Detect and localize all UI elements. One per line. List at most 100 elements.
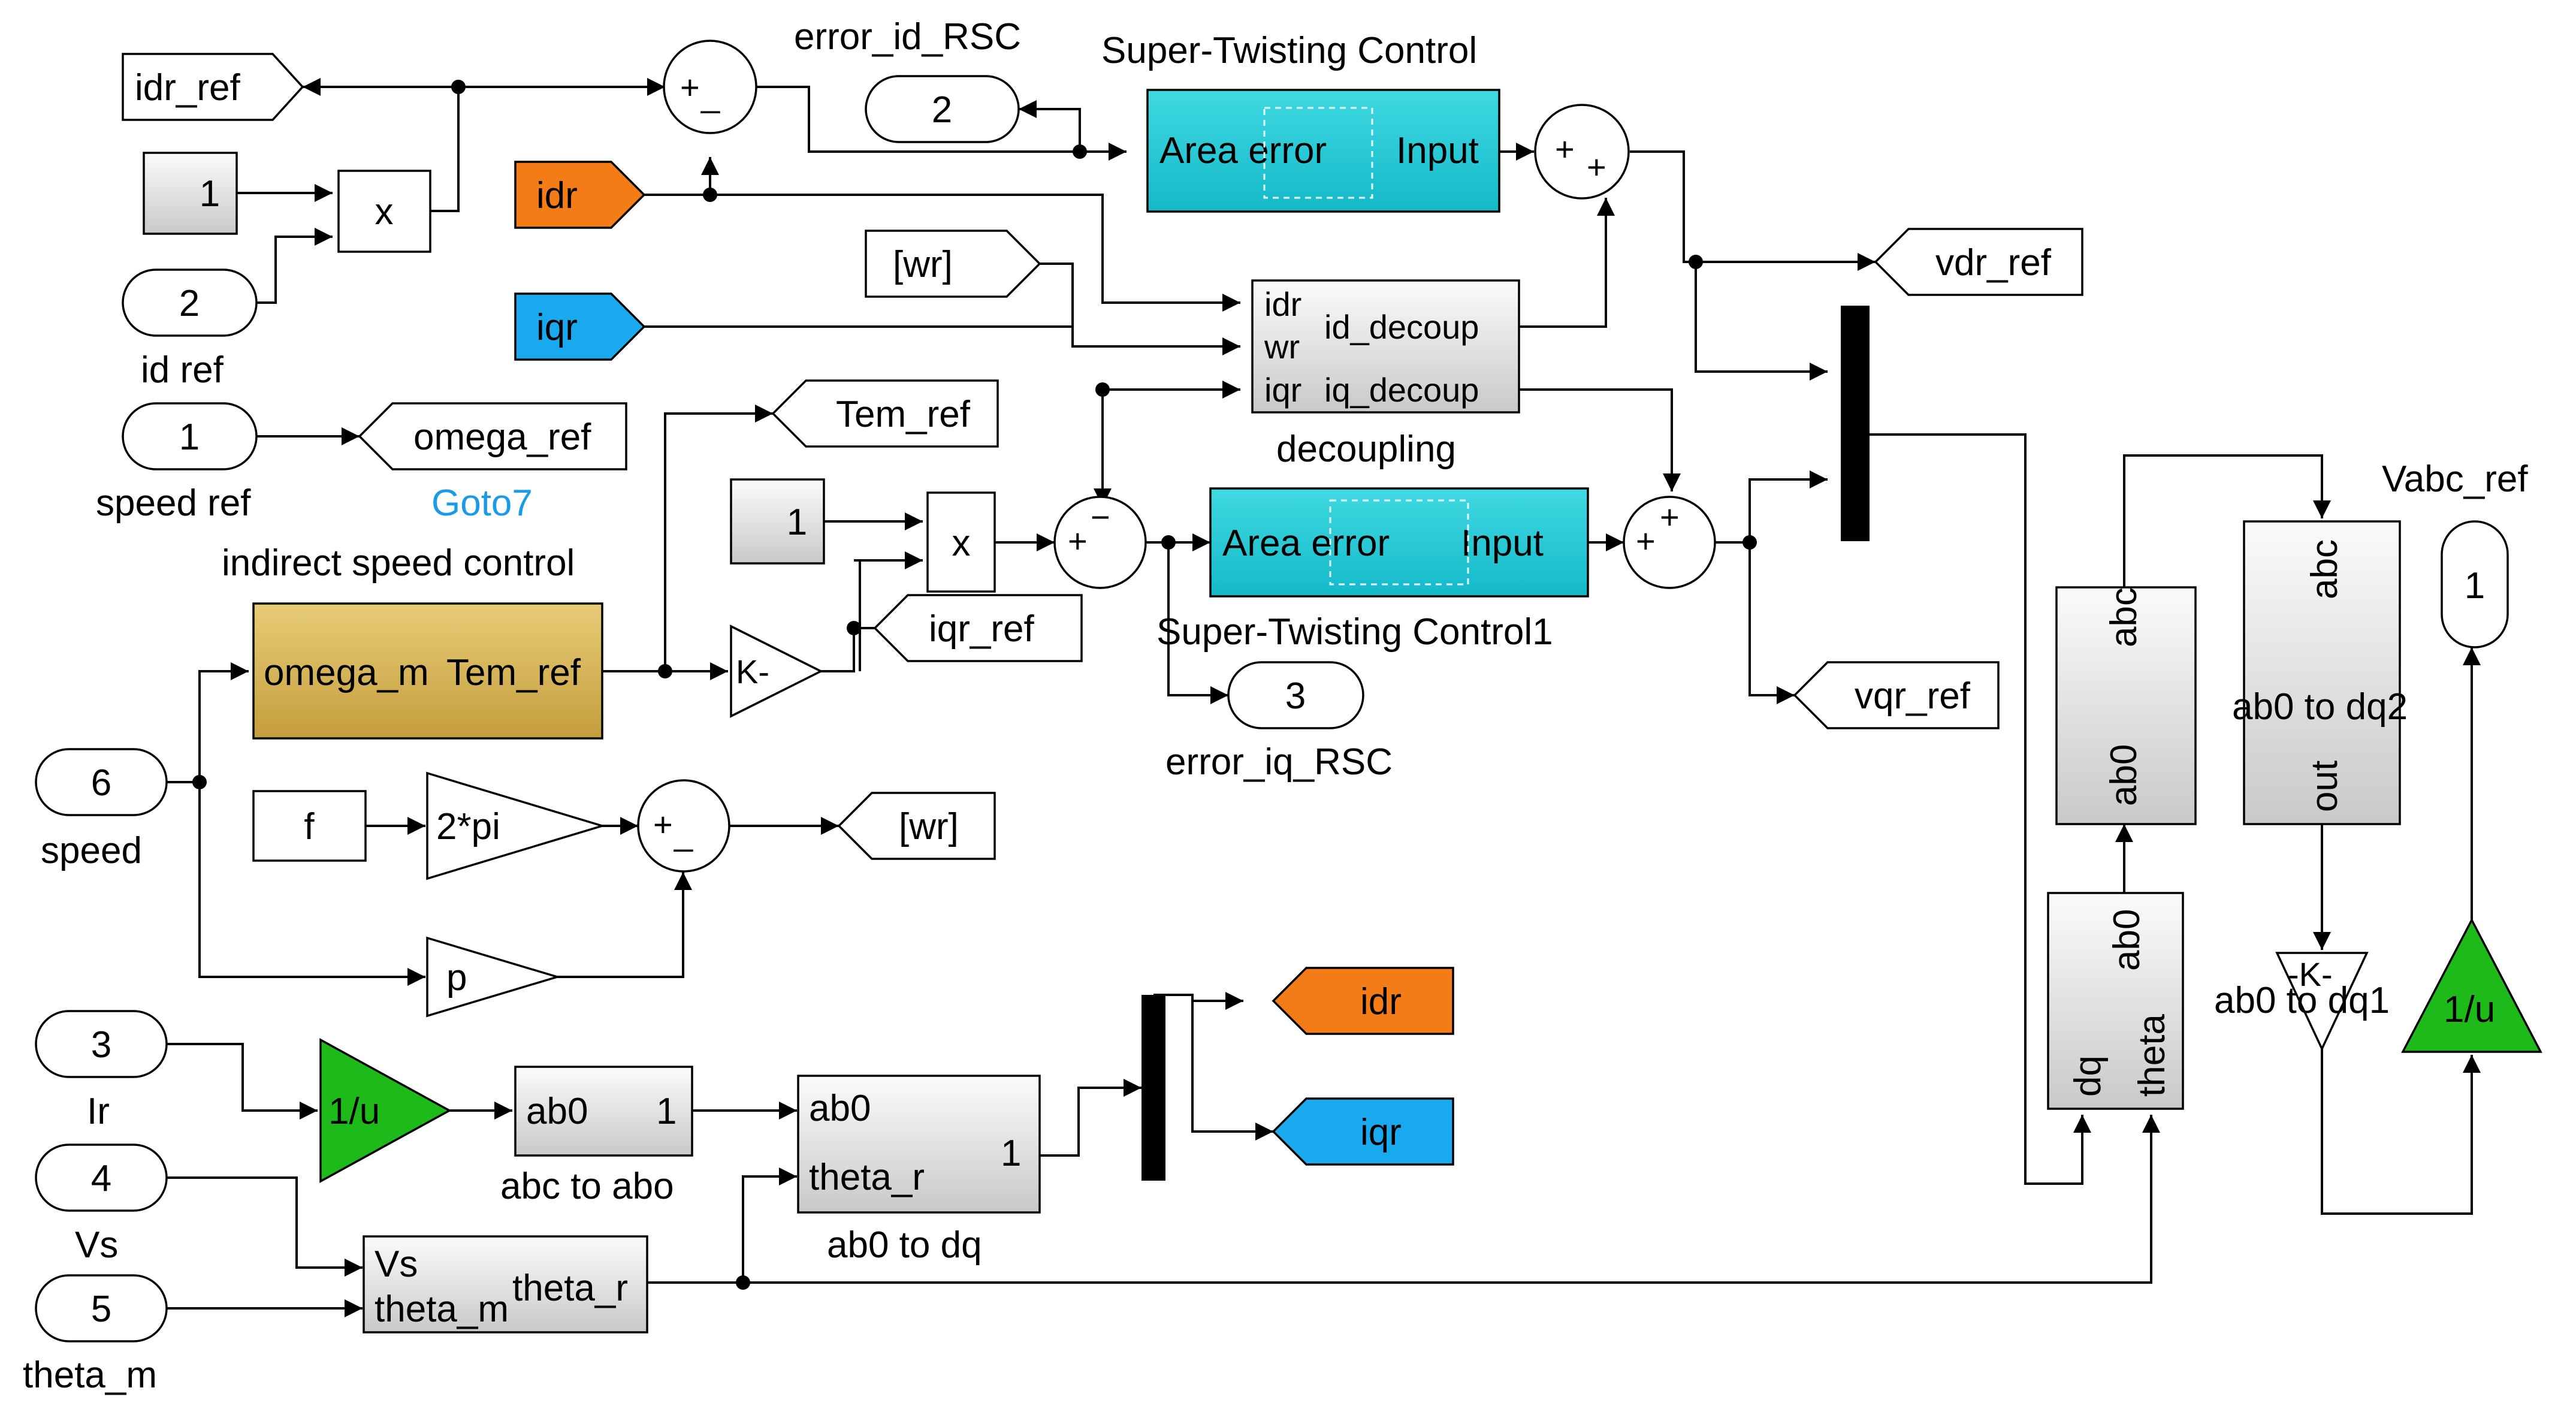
svg-text:out: out — [2304, 761, 2345, 812]
inport-speed-label: speed — [41, 830, 142, 871]
svg-text:iqr: iqr — [1264, 371, 1301, 409]
goto7-label: Goto7 — [431, 482, 533, 524]
gain-k-block[interactable]: K- — [730, 624, 823, 718]
decoupling-block[interactable]: idr wr iqr id_decoup iq_decoup — [1251, 279, 1520, 414]
ab0-to-dq2-block[interactable]: abc out — [2243, 520, 2401, 825]
svg-text:theta_r: theta_r — [512, 1268, 628, 1309]
svg-text:abc: abc — [2304, 539, 2345, 599]
product-block-2[interactable]: x — [926, 491, 996, 593]
goto-idr[interactable]: idr — [1272, 967, 1454, 1035]
gain-2pi-block[interactable]: 2*pi — [426, 771, 606, 880]
inport-speed[interactable]: 6 — [35, 748, 168, 816]
svg-text:+: + — [1068, 522, 1088, 560]
from-iqr[interactable]: iqr — [514, 292, 646, 361]
mux-bar-top[interactable] — [1841, 306, 1870, 541]
ab0-to-dq-block[interactable]: ab0 theta_r 1 — [797, 1075, 1041, 1214]
svg-text:idr: idr — [1360, 981, 1402, 1022]
super-twisting-control-block[interactable]: Area error Input — [1146, 89, 1500, 213]
outport-error-iq-label: error_iq_RSC — [1165, 741, 1393, 783]
goto-idr-ref[interactable]: idr_ref — [122, 53, 304, 121]
from-idr[interactable]: idr — [514, 161, 646, 229]
indirect-speed-control-block[interactable]: omega_m Tem_ref — [252, 602, 603, 740]
svg-text:iqr: iqr — [1360, 1112, 1402, 1153]
svg-text:[wr]: [wr] — [899, 806, 959, 847]
svg-text:3: 3 — [1285, 675, 1306, 717]
goto-omega-ref[interactable]: omega_ref — [358, 402, 627, 470]
goto-vdr-ref[interactable]: vdr_ref — [1874, 228, 2083, 296]
svg-text:Tem_ref: Tem_ref — [836, 394, 971, 435]
inport-ir[interactable]: 3 — [35, 1010, 168, 1078]
outport-vabc-ref-label: Vabc_ref — [2382, 458, 2528, 500]
abc-to-abo-block[interactable]: ab0 1 — [514, 1066, 693, 1157]
inport-theta-m[interactable]: 5 — [35, 1274, 168, 1342]
svg-text:−: − — [1091, 498, 1110, 536]
theta-r-block[interactable]: Vs theta_m theta_r — [363, 1235, 648, 1333]
outport-error-id[interactable]: 2 — [865, 75, 1020, 143]
outport-vabc-ref[interactable]: 1 — [2441, 520, 2509, 648]
sum-block-1[interactable]: + _ — [663, 40, 757, 134]
svg-text:vqr_ref: vqr_ref — [1855, 675, 1971, 717]
demux-bar-bottom[interactable] — [1141, 995, 1165, 1181]
outport-error-iq[interactable]: 3 — [1227, 661, 1364, 729]
svg-text:ab0: ab0 — [526, 1091, 588, 1132]
svg-text:[wr]: [wr] — [893, 244, 953, 285]
sum-block-2[interactable]: + + — [1534, 104, 1630, 200]
constant-1-a[interactable]: 1 — [143, 152, 238, 235]
gain-p-block[interactable]: p — [426, 936, 561, 1018]
product-block-1[interactable]: x — [337, 170, 431, 253]
svg-text:vdr_ref: vdr_ref — [1935, 242, 2052, 283]
svg-text:dq: dq — [2067, 1055, 2109, 1097]
goto-tem-ref[interactable]: Tem_ref — [771, 379, 999, 448]
svg-text:_: _ — [674, 814, 693, 852]
ab0-to-dq2-title: ab0 to dq2 — [2232, 686, 2408, 728]
svg-text:1: 1 — [1001, 1133, 1021, 1174]
svg-text:Input: Input — [1461, 523, 1544, 564]
constant-f[interactable]: f — [252, 790, 367, 862]
svg-text:abc: abc — [2103, 587, 2145, 647]
svg-text:+: + — [1587, 148, 1606, 186]
svg-text:_: _ — [700, 76, 720, 114]
svg-text:theta_r: theta_r — [809, 1157, 925, 1198]
svg-text:x: x — [375, 191, 394, 233]
svg-text:idr: idr — [1264, 285, 1301, 323]
goto-iqr[interactable]: iqr — [1272, 1097, 1454, 1166]
goto-wr[interactable]: [wr] — [837, 792, 996, 860]
goto-iqr-ref[interactable]: iqr_ref — [873, 594, 1083, 662]
svg-text:5: 5 — [91, 1289, 111, 1330]
svg-text:Area error: Area error — [1222, 523, 1390, 564]
ab0-abc-vertical-block[interactable]: abc ab0 — [2055, 586, 2197, 825]
stc1-title: Super-Twisting Control — [1101, 30, 1477, 71]
super-twisting-control1-block[interactable]: Area error Input — [1209, 487, 1589, 598]
svg-text:omega_m: omega_m — [264, 652, 429, 693]
svg-text:iq_decoup: iq_decoup — [1324, 371, 1479, 409]
from-wr-1[interactable]: [wr] — [865, 230, 1041, 298]
svg-text:2: 2 — [179, 283, 200, 324]
svg-text:2: 2 — [932, 89, 952, 131]
inverse-park-block[interactable]: ab0 dq theta — [2047, 892, 2184, 1110]
inport-id-ref[interactable]: 2 — [122, 268, 258, 337]
decoupling-title: decoupling — [1276, 429, 1456, 470]
constant-1-b[interactable]: 1 — [730, 478, 825, 565]
inport-speed-ref[interactable]: 1 — [122, 402, 258, 470]
svg-text:+: + — [653, 805, 673, 843]
svg-text:ab0: ab0 — [2103, 744, 2145, 806]
gain-neg-k-block[interactable]: -K- — [2275, 952, 2369, 1052]
svg-text:Vs: Vs — [375, 1244, 418, 1285]
svg-text:1: 1 — [2465, 565, 2485, 607]
svg-text:f: f — [304, 806, 315, 847]
inport-vs[interactable]: 4 — [35, 1144, 168, 1212]
svg-text:Area error: Area error — [1159, 130, 1327, 171]
inport-vs-label: Vs — [75, 1224, 118, 1266]
sum-block-3[interactable]: + − — [1053, 496, 1147, 589]
svg-text:Input: Input — [1396, 130, 1479, 171]
svg-text:ab0: ab0 — [2106, 909, 2148, 971]
reciprocal-block-2[interactable]: 1/u — [2401, 918, 2542, 1053]
svg-text:iqr: iqr — [536, 307, 578, 348]
inport-ir-label: Ir — [87, 1091, 110, 1132]
sum-block-4[interactable]: + + — [1623, 496, 1716, 589]
reciprocal-block-1[interactable]: 1/u — [319, 1038, 452, 1183]
goto-vqr-ref[interactable]: vqr_ref — [1793, 661, 2000, 729]
sum-block-5[interactable]: + _ — [637, 779, 730, 873]
svg-text:1/u: 1/u — [2444, 989, 2495, 1030]
